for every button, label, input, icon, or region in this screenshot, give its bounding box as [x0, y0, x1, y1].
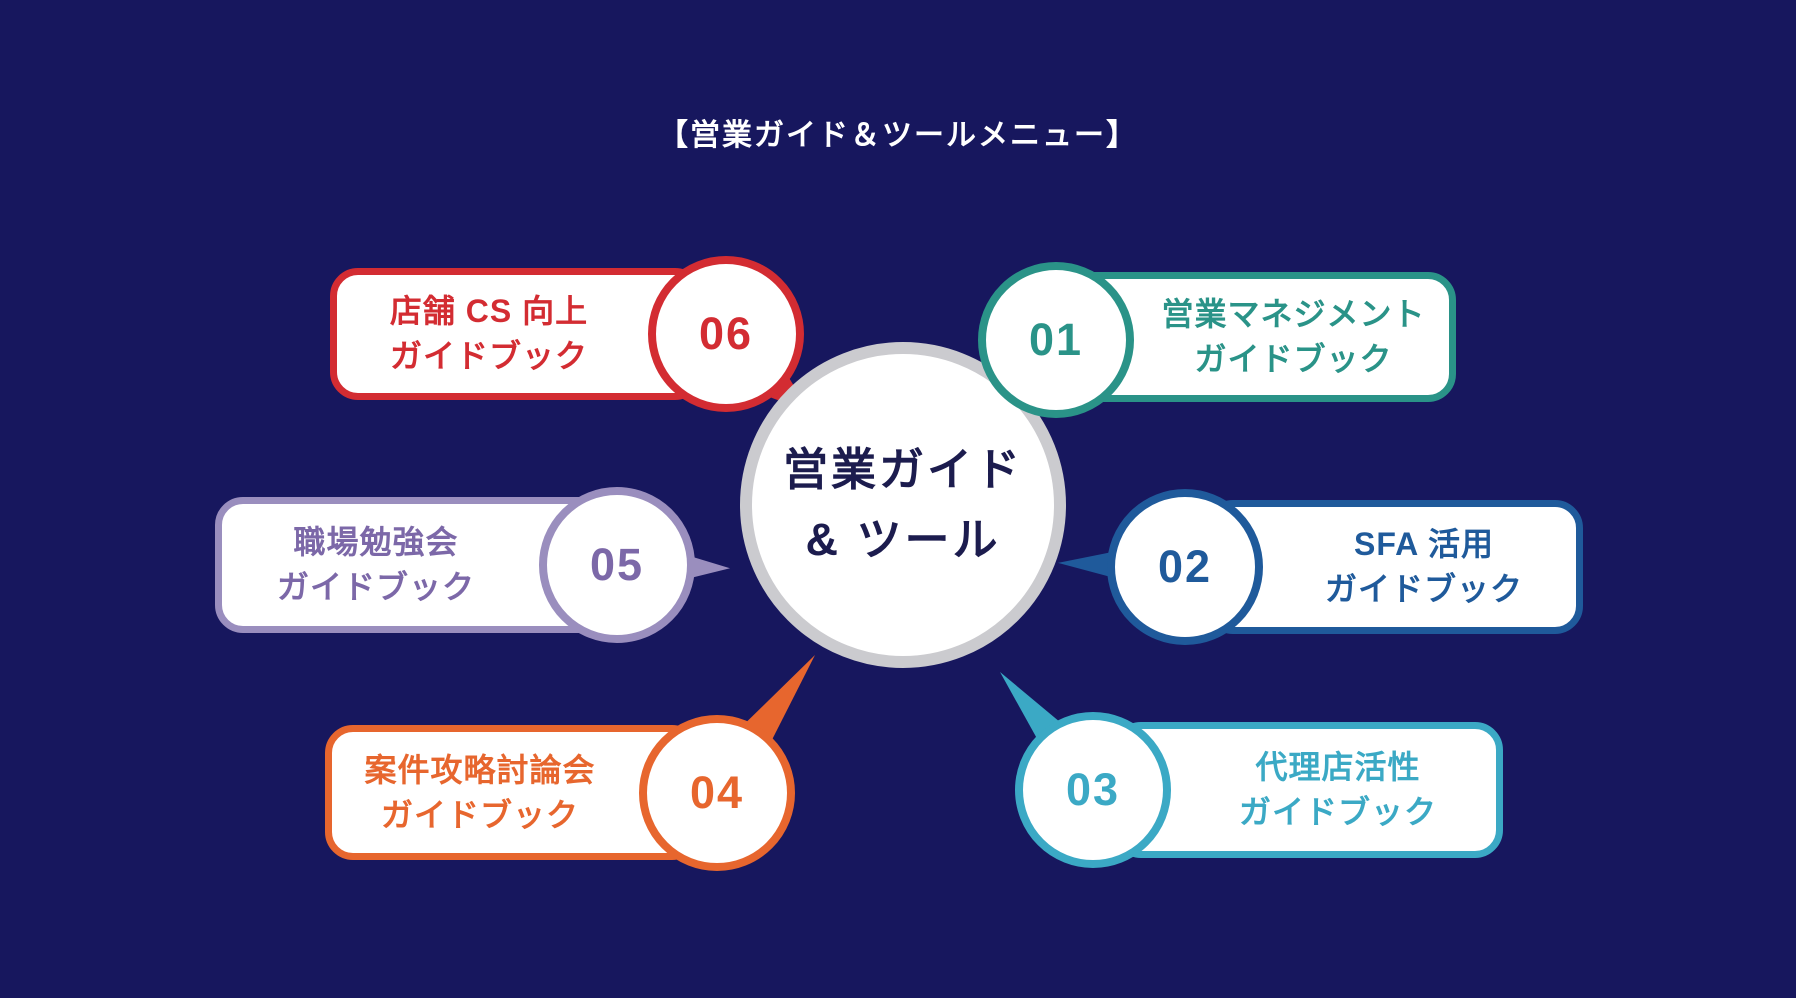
menu-item-02-box[interactable]: SFA 活用 ガイドブック — [1205, 500, 1583, 634]
menu-item-04-number: 04 — [689, 767, 745, 818]
menu-item-01-number: 01 — [1028, 314, 1084, 365]
menu-item-04-number-circle[interactable]: 04 — [639, 715, 795, 871]
menu-item-01-label: 営業マネジメント ガイドブック — [1161, 296, 1426, 377]
menu-item-06-number-circle[interactable]: 06 — [648, 256, 804, 412]
menu-item-04-box[interactable]: 案件攻略討論会 ガイドブック — [325, 725, 700, 860]
menu-item-03-number: 03 — [1065, 764, 1121, 815]
menu-item-03-number-circle[interactable]: 03 — [1015, 712, 1171, 868]
menu-item-06-label: 店舗 CS 向上 ガイドブック — [389, 293, 589, 374]
menu-item-01-number-circle[interactable]: 01 — [978, 262, 1134, 418]
page-title: 【営業ガイド＆ツールメニュー】 — [658, 119, 1138, 152]
menu-item-06-box[interactable]: 店舗 CS 向上 ガイドブック — [330, 268, 703, 400]
center-hub-label: 営業ガイド & ツール — [782, 444, 1023, 565]
menu-item-05-number: 05 — [589, 539, 645, 590]
menu-item-03-label: 代理店活性 ガイドブック — [1238, 749, 1437, 830]
menu-item-03-box[interactable]: 代理店活性 ガイドブック — [1113, 722, 1503, 858]
menu-item-05-number-circle[interactable]: 05 — [539, 487, 695, 643]
menu-item-06-number: 06 — [698, 308, 754, 359]
menu-item-02-number: 02 — [1157, 541, 1213, 592]
menu-item-04-label: 案件攻略討論会 ガイドブック — [364, 751, 596, 833]
menu-item-05-label: 職場勉強会 ガイドブック — [276, 524, 475, 605]
menu-item-02-number-circle[interactable]: 02 — [1107, 489, 1263, 645]
menu-item-02-label: SFA 活用 ガイドブック — [1324, 526, 1523, 607]
